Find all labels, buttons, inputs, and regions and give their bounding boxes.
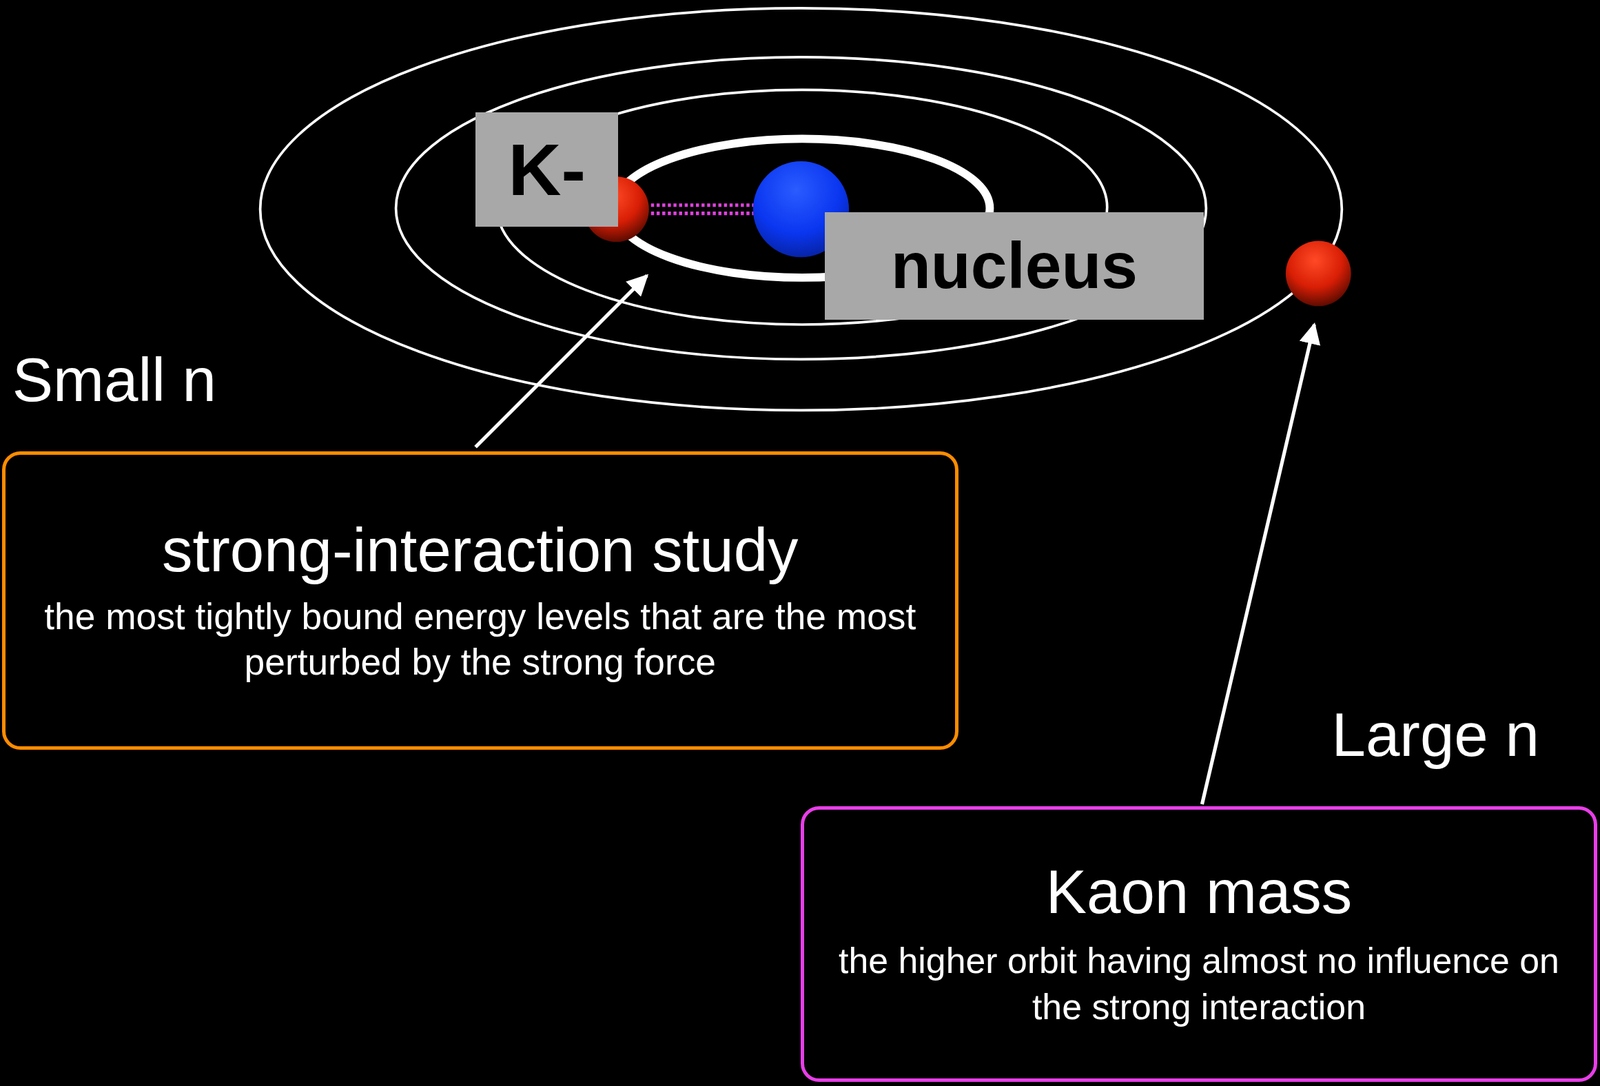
orbit [396,57,1207,360]
interaction-line [651,203,758,207]
box-body: the most tightly bound energy levels tha… [18,593,942,686]
kaon-tag: K- [475,112,619,227]
callout-box: strong-interaction studythe most tightly… [2,451,959,751]
kaon-sphere [1285,241,1352,307]
leader-arrow [475,275,648,448]
orbit-label: Small n [12,345,217,416]
box-heading: nucleus [890,228,1138,304]
orbit-label: Large n [1331,700,1540,771]
orbit [260,8,1343,411]
interaction-line [651,211,758,215]
box-heading: strong-interaction study [161,515,798,586]
box-body: the higher orbit having almost no influe… [818,937,1579,1031]
nucleus-tag: nucleus [824,212,1205,320]
box-heading: K- [507,127,586,213]
leader-arrow [1201,324,1315,805]
box-heading: Kaon mass [1045,857,1352,928]
callout-box: Kaon mass the higher orbit having almost … [800,806,1597,1082]
